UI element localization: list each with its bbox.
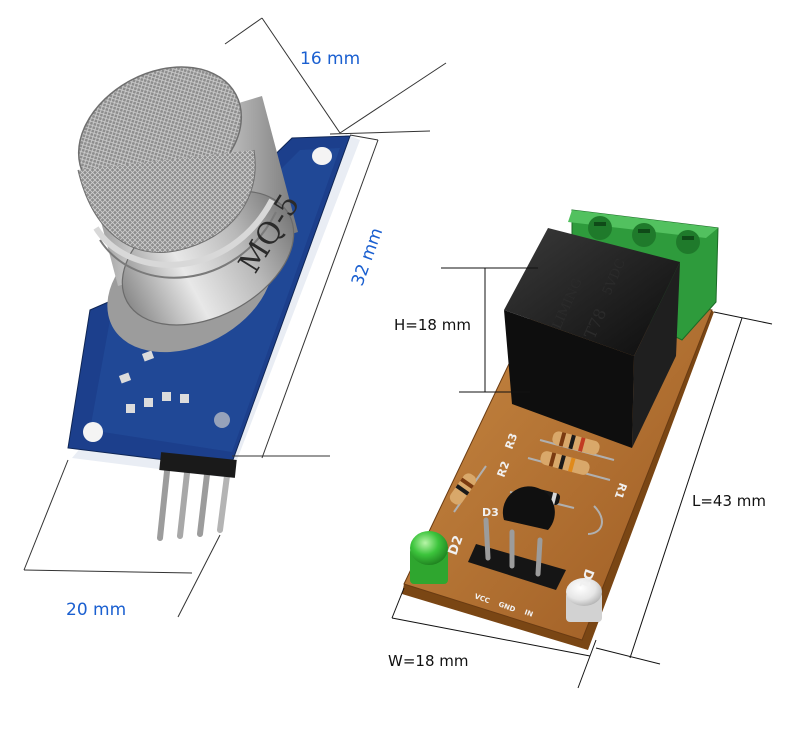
relay-dimension-lines — [391, 267, 773, 689]
silk-d1: D1 — [575, 567, 596, 591]
relay-component: LIMING T78 5VDC — [504, 228, 680, 448]
resistor-r3 — [539, 431, 615, 461]
resistor-r1 — [527, 451, 611, 481]
silk-pin-in: IN — [523, 608, 534, 618]
sensor-dimension-lines — [23, 17, 447, 618]
silk-r1: R1 — [612, 481, 630, 501]
mounting-hole — [312, 147, 332, 165]
mq5-sensor-module: MQ-5 — [67, 66, 360, 541]
relay-pin-header — [468, 517, 566, 590]
silk-r2: R2 — [495, 459, 513, 479]
sensor-length-label: 32 mm — [348, 225, 387, 288]
relay-height-label: H=18 mm — [394, 316, 471, 334]
relay-module: LIMING T78 5VDC — [402, 209, 719, 650]
resistor-r2 — [449, 465, 487, 513]
silk-d3: D3 — [482, 506, 499, 519]
relay-width-label: W=18 mm — [388, 652, 468, 670]
sensor-width-label: 20 mm — [66, 600, 126, 620]
silk-d2: D2 — [446, 534, 467, 558]
relay-length-label: L=43 mm — [692, 492, 766, 510]
transistor — [502, 486, 603, 535]
header-pins — [157, 452, 237, 541]
silk-r3: R3 — [503, 431, 521, 451]
green-led — [410, 531, 448, 584]
white-led — [566, 578, 602, 622]
sensor-depth-label: 16 mm — [300, 49, 360, 69]
mounting-hole — [83, 422, 103, 442]
